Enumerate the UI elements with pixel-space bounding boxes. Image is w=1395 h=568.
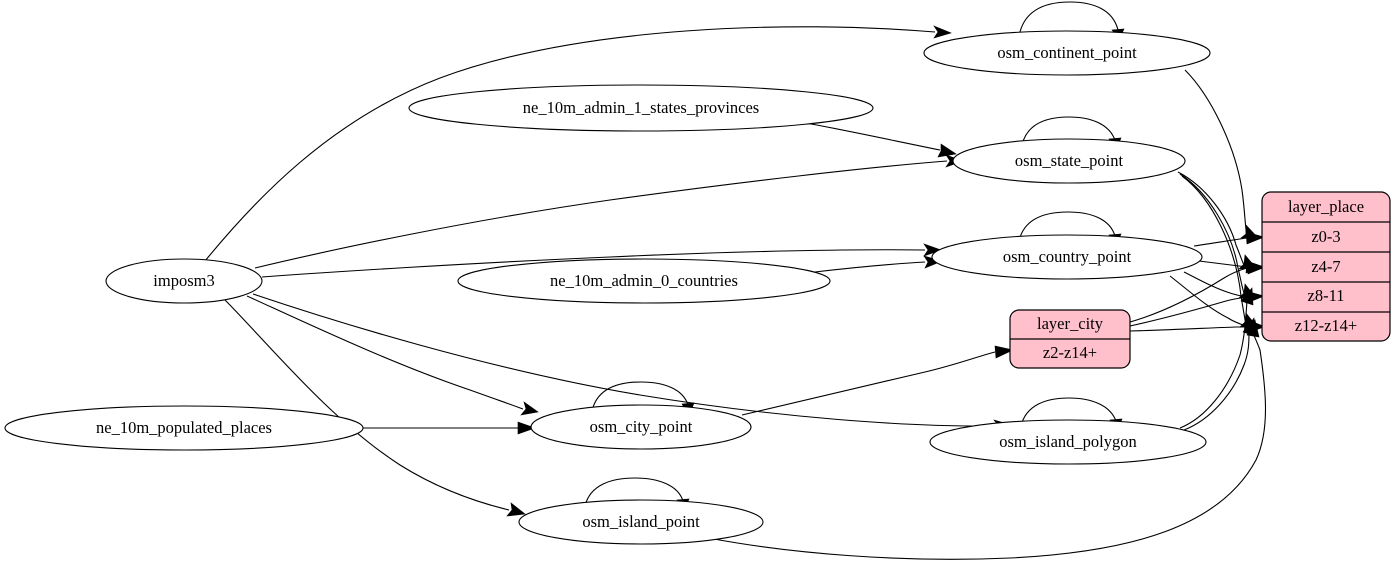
- layer_place-row-header[interactable]: layer_place: [1288, 197, 1364, 216]
- layer_place-row-z12-z14[interactable]: z12-z14+: [1295, 316, 1357, 335]
- edge-osm_state_point-to-layer_place-z12-z14: [1181, 175, 1247, 326]
- edge-osm_state_point-to-layer_place-z4-7: [1177, 171, 1246, 268]
- arrowhead-icon: [1246, 319, 1260, 338]
- arrowhead-icon: [933, 25, 952, 39]
- edge-osm_island_polygon-to-layer_place-z12-z14: [1183, 330, 1250, 431]
- edge-layer_city-to-layer_place-z12-z14: [1129, 326, 1247, 332]
- source-node-ne_10m_admin_0_countries[interactable]: ne_10m_admin_0_countries: [457, 258, 831, 304]
- edge-osm_city_point-to-layer_city-z2-z14: [741, 351, 996, 416]
- edge-osm_continent_point-to-layer_place-z0-3: [1184, 69, 1248, 238]
- self-loop-osm_city_point: [591, 381, 689, 412]
- arrowhead-icon: [923, 255, 943, 269]
- node-label-ne_10m_admin_0_countries: ne_10m_admin_0_countries: [550, 271, 738, 290]
- edge-imposm3-to-osm_city_point: [246, 295, 524, 410]
- table-node-osm_island_polygon[interactable]: osm_island_polygon: [929, 419, 1207, 465]
- self-loop-osm_country_point: [1018, 211, 1116, 242]
- edge-ne_10m_admin_0_countries-to-osm_country_point: [814, 261, 926, 273]
- table-node-osm_city_point[interactable]: osm_city_point: [530, 404, 752, 450]
- node-label-osm_island_polygon: osm_island_polygon: [999, 432, 1137, 451]
- edge-imposm3-to-osm_continent_point: [204, 26, 936, 262]
- layer_place-box[interactable]: [1261, 191, 1391, 342]
- node-label-osm_city_point: osm_city_point: [590, 417, 693, 436]
- source-node-ne_10m_populated_places[interactable]: ne_10m_populated_places: [4, 405, 364, 451]
- node-label-osm_island_point: osm_island_point: [582, 512, 700, 531]
- node-label-imposm3: imposm3: [153, 271, 214, 290]
- arrowhead-icon: [994, 345, 1014, 359]
- layer-node-layer_place[interactable]: layer_place z0-3 z4-7 z8-11 z12-z14+: [1261, 191, 1391, 342]
- edge-ne_10m_admin_1_states_provinces-to-osm_state_point: [805, 122, 941, 151]
- edge-imposm3-to-osm_island_point: [224, 299, 510, 511]
- edge-imposm3-to-osm_country_point: [261, 249, 926, 278]
- edge-osm_country_point-to-layer_place-z12-z14: [1169, 275, 1247, 327]
- edge-imposm3-to-osm_state_point: [254, 160, 948, 269]
- self-loop-osm_state_point: [1021, 116, 1116, 146]
- table-node-osm_island_point[interactable]: osm_island_point: [518, 499, 764, 545]
- node-label-osm_country_point: osm_country_point: [1003, 247, 1132, 266]
- source-node-ne_10m_admin_1_states_provinces[interactable]: ne_10m_admin_1_states_provinces: [408, 84, 874, 132]
- arrowhead-icon: [937, 143, 957, 158]
- self-loop-osm_island_polygon: [1020, 397, 1117, 427]
- edge-layer: [204, 25, 1266, 560]
- node-label-osm_state_point: osm_state_point: [1015, 151, 1124, 170]
- node-label-ne_10m_populated_places: ne_10m_populated_places: [96, 418, 272, 437]
- edge-osm_island_polygon-to-layer_place-z8-11: [1179, 299, 1248, 429]
- layer_city-row-z2-z14[interactable]: z2-z14+: [1043, 343, 1097, 362]
- edge-osm_island_point-to-layer_place-z12-z14: [713, 332, 1266, 560]
- self-loop-osm_island_point: [584, 477, 684, 507]
- arrowhead-icon: [1240, 287, 1254, 306]
- layer_place-row-z8-11[interactable]: z8-11: [1308, 286, 1345, 305]
- arrowhead-icon: [1246, 261, 1266, 275]
- layer_place-row-z4-7[interactable]: z4-7: [1311, 257, 1340, 276]
- edge-layer_city-to-layer_place-z8-11: [1129, 296, 1248, 327]
- arrowhead-icon: [1245, 231, 1265, 245]
- self-loop-osm_continent_point: [1018, 1, 1119, 37]
- table-node-osm_continent_point[interactable]: osm_continent_point: [923, 30, 1211, 76]
- arrowhead-icon: [517, 421, 536, 435]
- edge-layer_city-to-layer_place-z4-7: [1129, 267, 1248, 323]
- layer_city-row-header[interactable]: layer_city: [1037, 314, 1104, 333]
- edge-osm_country_point-to-layer_place-z4-7: [1198, 260, 1248, 268]
- edge-osm_country_point-to-layer_place-z8-11: [1183, 271, 1247, 298]
- edge-osm_country_point-to-layer_place-z0-3: [1193, 237, 1248, 247]
- layer_place-row-z0-3[interactable]: z0-3: [1311, 227, 1340, 246]
- table-node-osm_country_point[interactable]: osm_country_point: [931, 234, 1203, 280]
- table-node-osm_state_point[interactable]: osm_state_point: [952, 138, 1186, 184]
- edge-imposm3-to-osm_island_polygon: [252, 293, 996, 427]
- arrowhead-icon: [506, 502, 526, 517]
- source-node-imposm3[interactable]: imposm3: [105, 258, 263, 304]
- arrowhead-icon: [520, 401, 539, 416]
- node-label-osm_continent_point: osm_continent_point: [997, 43, 1137, 62]
- node-label-ne_10m_admin_1_states_provinces: ne_10m_admin_1_states_provinces: [523, 98, 759, 117]
- layer-node-layer_city[interactable]: layer_city z2-z14+: [1009, 309, 1131, 369]
- edge-osm_state_point-to-layer_place-z8-11: [1179, 173, 1246, 297]
